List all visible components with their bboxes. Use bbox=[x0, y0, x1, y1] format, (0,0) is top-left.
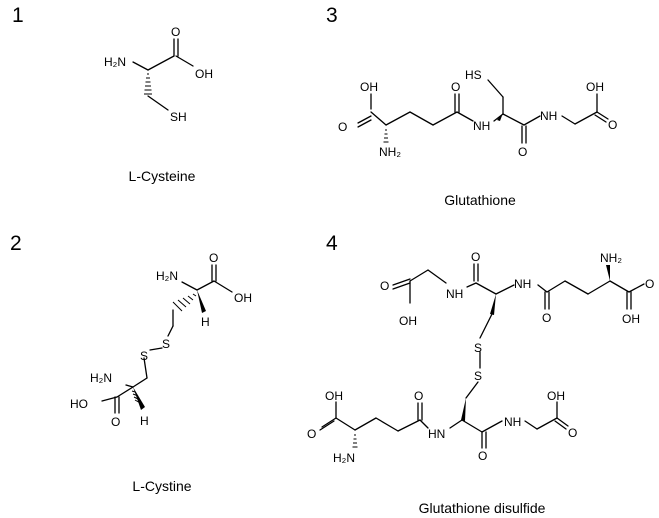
atom-label: OH bbox=[234, 291, 252, 305]
caption-glutathione-disulfide: Glutathione disulfide bbox=[418, 500, 546, 516]
atom-label: OH bbox=[195, 67, 213, 81]
panel-number-1: 1 bbox=[12, 4, 24, 27]
atom-label: O bbox=[414, 389, 423, 403]
atom-label: O bbox=[111, 415, 120, 429]
atom-label: SH bbox=[170, 110, 187, 124]
atom-label: O bbox=[307, 427, 316, 441]
molecule-cysteine: H₂N O OH SH bbox=[104, 25, 213, 124]
atom-label: H bbox=[140, 414, 149, 428]
atom-label: NH bbox=[446, 287, 463, 301]
atom-label: S bbox=[474, 341, 482, 355]
atom-label: S bbox=[474, 369, 482, 383]
atom-label: H₂N bbox=[104, 55, 126, 69]
atom-label: HO bbox=[70, 397, 88, 411]
atom-label: H₂N bbox=[156, 269, 178, 283]
caption-cystine: L-Cystine bbox=[132, 478, 192, 494]
atom-label: S bbox=[140, 349, 148, 363]
atom-label: HS bbox=[465, 68, 482, 82]
atom-label: OH bbox=[360, 80, 378, 94]
panel-number-3: 3 bbox=[326, 4, 338, 27]
atom-label: O bbox=[209, 251, 218, 265]
atom-label: NH bbox=[540, 109, 557, 123]
atom-label: O bbox=[608, 118, 617, 132]
atom-label: H₂N bbox=[90, 371, 112, 385]
atom-label: O bbox=[478, 449, 487, 463]
atom-label: OH bbox=[325, 389, 343, 403]
atom-label: O bbox=[542, 311, 551, 325]
atom-label: O bbox=[568, 426, 577, 440]
caption-glutathione: Glutathione bbox=[444, 192, 516, 208]
molecule-cystine: H₂N O OH H S S H₂N HO O H bbox=[70, 251, 252, 429]
atom-label: NH bbox=[473, 119, 490, 133]
atom-label: H bbox=[201, 315, 210, 329]
atom-label: OH bbox=[586, 80, 604, 94]
panel-number-4: 4 bbox=[326, 232, 338, 255]
atom-label: H₂N bbox=[333, 451, 355, 465]
atom-label: O bbox=[451, 80, 460, 94]
atom-label: OH bbox=[399, 314, 417, 328]
atom-label: O bbox=[645, 277, 654, 291]
atom-label: O bbox=[338, 120, 347, 134]
caption-cysteine: L-Cysteine bbox=[128, 168, 196, 184]
atom-label: OH bbox=[547, 389, 565, 403]
atom-label: O bbox=[380, 279, 389, 293]
atom-label: O bbox=[471, 250, 480, 264]
atom-label: NH₂ bbox=[600, 251, 622, 265]
molecule-glutathione-disulfide: O OH NH O NH O NH₂ O OH S S HN O O NH OH… bbox=[307, 250, 654, 465]
atom-label: NH₂ bbox=[379, 145, 401, 159]
molecule-glutathione: OH O NH₂ O NH HS O NH OH O bbox=[338, 68, 617, 159]
atom-label: NH bbox=[504, 415, 521, 429]
atom-label: O bbox=[171, 25, 180, 39]
atom-label: S bbox=[162, 337, 170, 351]
atom-label: HN bbox=[428, 427, 445, 441]
atom-label: NH bbox=[514, 277, 531, 291]
atom-label: OH bbox=[622, 312, 640, 326]
panel-number-2: 2 bbox=[10, 232, 22, 255]
atom-label: O bbox=[518, 145, 527, 159]
